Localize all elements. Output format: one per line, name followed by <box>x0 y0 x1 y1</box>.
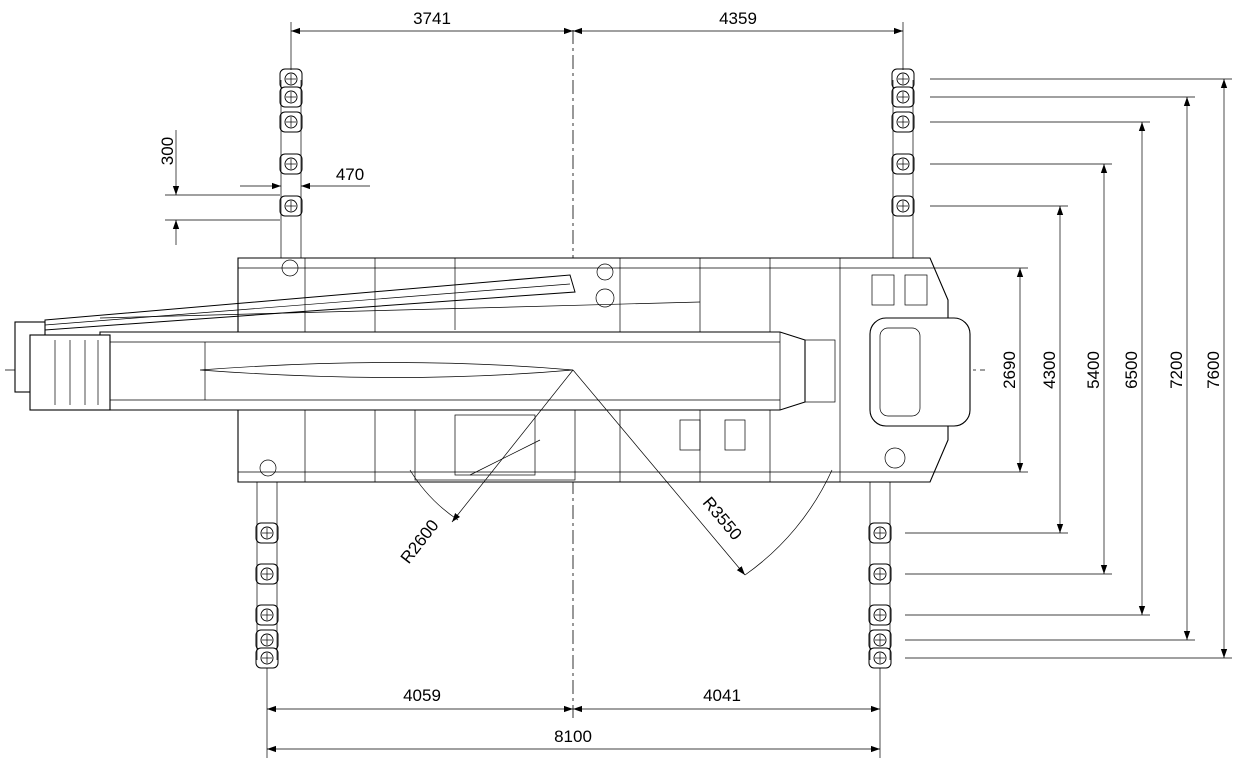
radius-small-label: R2600 <box>397 516 443 567</box>
outrigger-pad <box>891 111 915 133</box>
top-dimensions: 3741 4359 <box>290 9 904 70</box>
outrigger-pad <box>868 604 892 626</box>
outrigger-pad <box>891 195 915 217</box>
telescopic-boom <box>14 274 836 411</box>
outrigger-pad <box>279 68 303 90</box>
dim-bottom-left: 4059 <box>403 686 441 705</box>
dim-5400: 5400 <box>1084 351 1103 389</box>
dim-top-left: 3741 <box>413 9 451 28</box>
outrigger-pad <box>891 86 915 108</box>
outrigger-pad <box>255 604 279 626</box>
dim-6500: 6500 <box>1122 351 1141 389</box>
outrigger-pad <box>868 522 892 544</box>
pad-detail-dimensions: 300 470 <box>158 130 370 245</box>
dim-bottom-right: 4041 <box>703 686 741 705</box>
outrigger-pad <box>891 68 915 90</box>
right-dimensions: 2690 4300 5400 6500 7200 7600 <box>905 78 1232 659</box>
bottom-dimensions: 4059 4041 8100 <box>266 668 881 758</box>
outrigger-pad <box>255 563 279 585</box>
outrigger-pad <box>868 563 892 585</box>
outrigger-pad <box>255 629 279 651</box>
dim-overall-width: 8100 <box>554 727 592 746</box>
outrigger-pad <box>279 86 303 108</box>
dim-7200: 7200 <box>1167 351 1186 389</box>
outrigger-pad <box>868 647 892 669</box>
radius-large-label: R3550 <box>699 493 746 544</box>
dim-4300: 4300 <box>1040 351 1059 389</box>
outrigger-pad <box>255 647 279 669</box>
outrigger-pad <box>868 629 892 651</box>
dim-pad-horizontal: 470 <box>336 165 364 184</box>
outrigger-pad <box>255 522 279 544</box>
dim-7600: 7600 <box>1204 351 1223 389</box>
outrigger-beams <box>256 80 914 660</box>
outrigger-pad <box>279 195 303 217</box>
outrigger-pad <box>279 153 303 175</box>
outrigger-pad <box>279 111 303 133</box>
dim-2690: 2690 <box>1000 351 1019 389</box>
dim-pad-vertical: 300 <box>158 137 177 165</box>
outrigger-pad <box>891 153 915 175</box>
dim-top-right: 4359 <box>719 9 757 28</box>
